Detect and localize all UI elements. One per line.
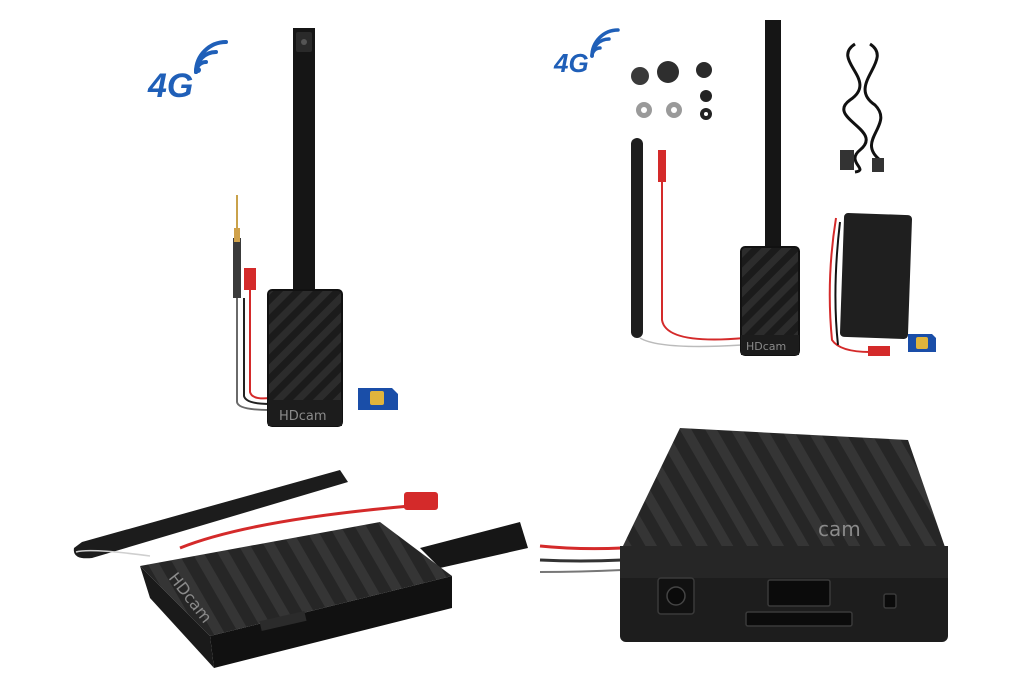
- brand-label: HDcam: [279, 409, 327, 424]
- usb-cable-icon: [840, 42, 884, 174]
- sim-card-icon: [908, 334, 936, 352]
- camera-module: [140, 522, 452, 636]
- ribbon-cable: [293, 28, 315, 298]
- panel-top-left: 4G HDcam: [147, 28, 398, 427]
- brand-label: cam: [818, 517, 861, 541]
- antenna-icon: [631, 138, 643, 338]
- sim-card-icon: [358, 388, 398, 410]
- network-label: 4G: [553, 48, 589, 78]
- network-label: 4G: [147, 67, 193, 105]
- panel-bottom-left: HDcam: [73, 470, 528, 668]
- ribbon-cable: [765, 20, 781, 255]
- lens-accessories: [631, 61, 712, 120]
- battery-icon: [828, 212, 913, 356]
- antenna-icon: [233, 238, 241, 298]
- brand-label: HDcam: [746, 340, 786, 353]
- panel-top-right: 4G HDcam: [553, 20, 936, 356]
- wifi-signal-icon: [194, 40, 228, 74]
- panel-bottom-right: cam: [539, 428, 948, 642]
- camera-module: [622, 428, 946, 550]
- antenna-icon: [73, 470, 349, 559]
- wifi-signal-icon: [590, 28, 620, 58]
